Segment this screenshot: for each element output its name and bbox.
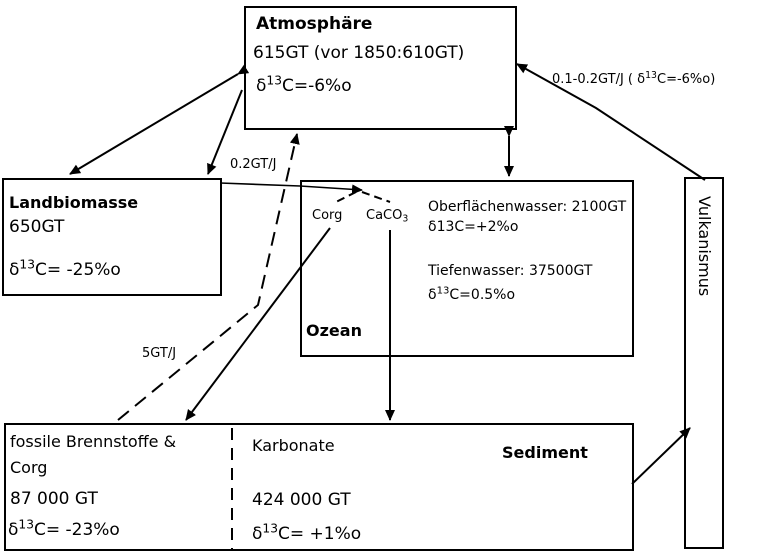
flow-volcanic-suffix: C=-6%o) [657, 72, 716, 87]
ocean-split-dash-right [361, 191, 391, 203]
flow-land-ocean-label: 0.2GT/J [230, 157, 277, 172]
volcanism-box [684, 177, 724, 549]
flow-volcanic-exp: 13 [645, 69, 657, 81]
arrow-atmosphere-to-land [207, 89, 243, 175]
sediment-carbonate-label: Karbonate [252, 436, 335, 455]
ocean-box [300, 180, 634, 357]
land-delta-value: C= -25%o [34, 260, 121, 280]
land-biomass-box [2, 178, 222, 296]
flow-volcanic-prefix: 0.1-0.2GT/J ( δ [552, 72, 646, 87]
sediment-fossil-delta-value: C= -23%o [33, 520, 120, 540]
sediment-carbonate-amount: 424 000 GT [252, 490, 351, 510]
land-title: Landbiomasse [9, 193, 139, 212]
ocean-split-dash-left [335, 191, 357, 203]
atmosphere-amount: 615GT (vor 1850:610GT) [253, 43, 465, 63]
ocean-corg: Corg [312, 208, 343, 223]
sediment-fossil-line1: fossile Brennstoffe & [10, 432, 177, 451]
sediment-fossil-delta: δ13C= -23%o [8, 518, 120, 540]
sediment-fossil-delta-prefix: δ [8, 520, 19, 540]
arrow-atmosphere-land [69, 64, 250, 175]
sediment-box [4, 423, 634, 551]
ocean-surface-water: Oberflächenwasser: 2100GT [428, 199, 627, 215]
land-delta-prefix: δ [9, 260, 20, 280]
flow-volcanic-label: 0.1-0.2GT/J ( δ13C=-6%o) [552, 69, 716, 87]
arrow-corg-to-sediment [185, 227, 331, 421]
land-amount: 650GT [9, 217, 65, 237]
atmosphere-title: Atmosphäre [256, 14, 373, 34]
ocean-title: Ozean [306, 321, 362, 340]
ocean-caco3-sub: 3 [402, 213, 409, 225]
atmosphere-box [244, 6, 517, 130]
ocean-caco3-main: CaCO [366, 208, 403, 223]
ocean-deep-delta-exp: 13 [436, 285, 450, 297]
atmosphere-delta-exp: 13 [266, 73, 282, 88]
land-delta-exp: 13 [19, 257, 35, 272]
arrow-sediment-to-volcanism [631, 427, 691, 485]
sediment-carbonate-delta-prefix: δ [252, 524, 263, 544]
atmosphere-delta: δ13C=-6%o [256, 74, 352, 96]
land-delta: δ13C= -25%o [9, 258, 121, 280]
sediment-title: Sediment [502, 443, 588, 462]
atmosphere-delta-value: C=-6%o [281, 76, 352, 96]
ocean-surface-delta: δ13C=+2%o [428, 219, 519, 235]
ocean-deep-delta: δ13C=0.5%o [428, 285, 516, 303]
ocean-caco3: CaCO3 [366, 208, 409, 225]
arrow-volcanism-to-atmosphere [516, 63, 706, 181]
sediment-carbonate-delta-value: C= +1%o [277, 524, 362, 544]
atmosphere-delta-prefix: δ [256, 76, 267, 96]
sediment-carbonate-delta-exp: 13 [262, 521, 278, 536]
sediment-fossil-delta-exp: 13 [18, 517, 34, 532]
ocean-deep-water: Tiefenwasser: 37500GT [428, 263, 593, 279]
ocean-deep-delta-prefix: δ [428, 287, 437, 303]
sediment-fossil-line2: Corg [10, 458, 48, 477]
volcanism-label: Vulkanismus [695, 196, 714, 297]
flow-fossil-emission-label: 5GT/J [142, 346, 177, 361]
arrow-fossil-emission [117, 133, 300, 421]
ocean-deep-delta-value: C=0.5%o [449, 287, 516, 303]
sediment-carbonate-delta: δ13C= +1%o [252, 522, 362, 544]
sediment-fossil-amount: 87 000 GT [10, 489, 98, 509]
